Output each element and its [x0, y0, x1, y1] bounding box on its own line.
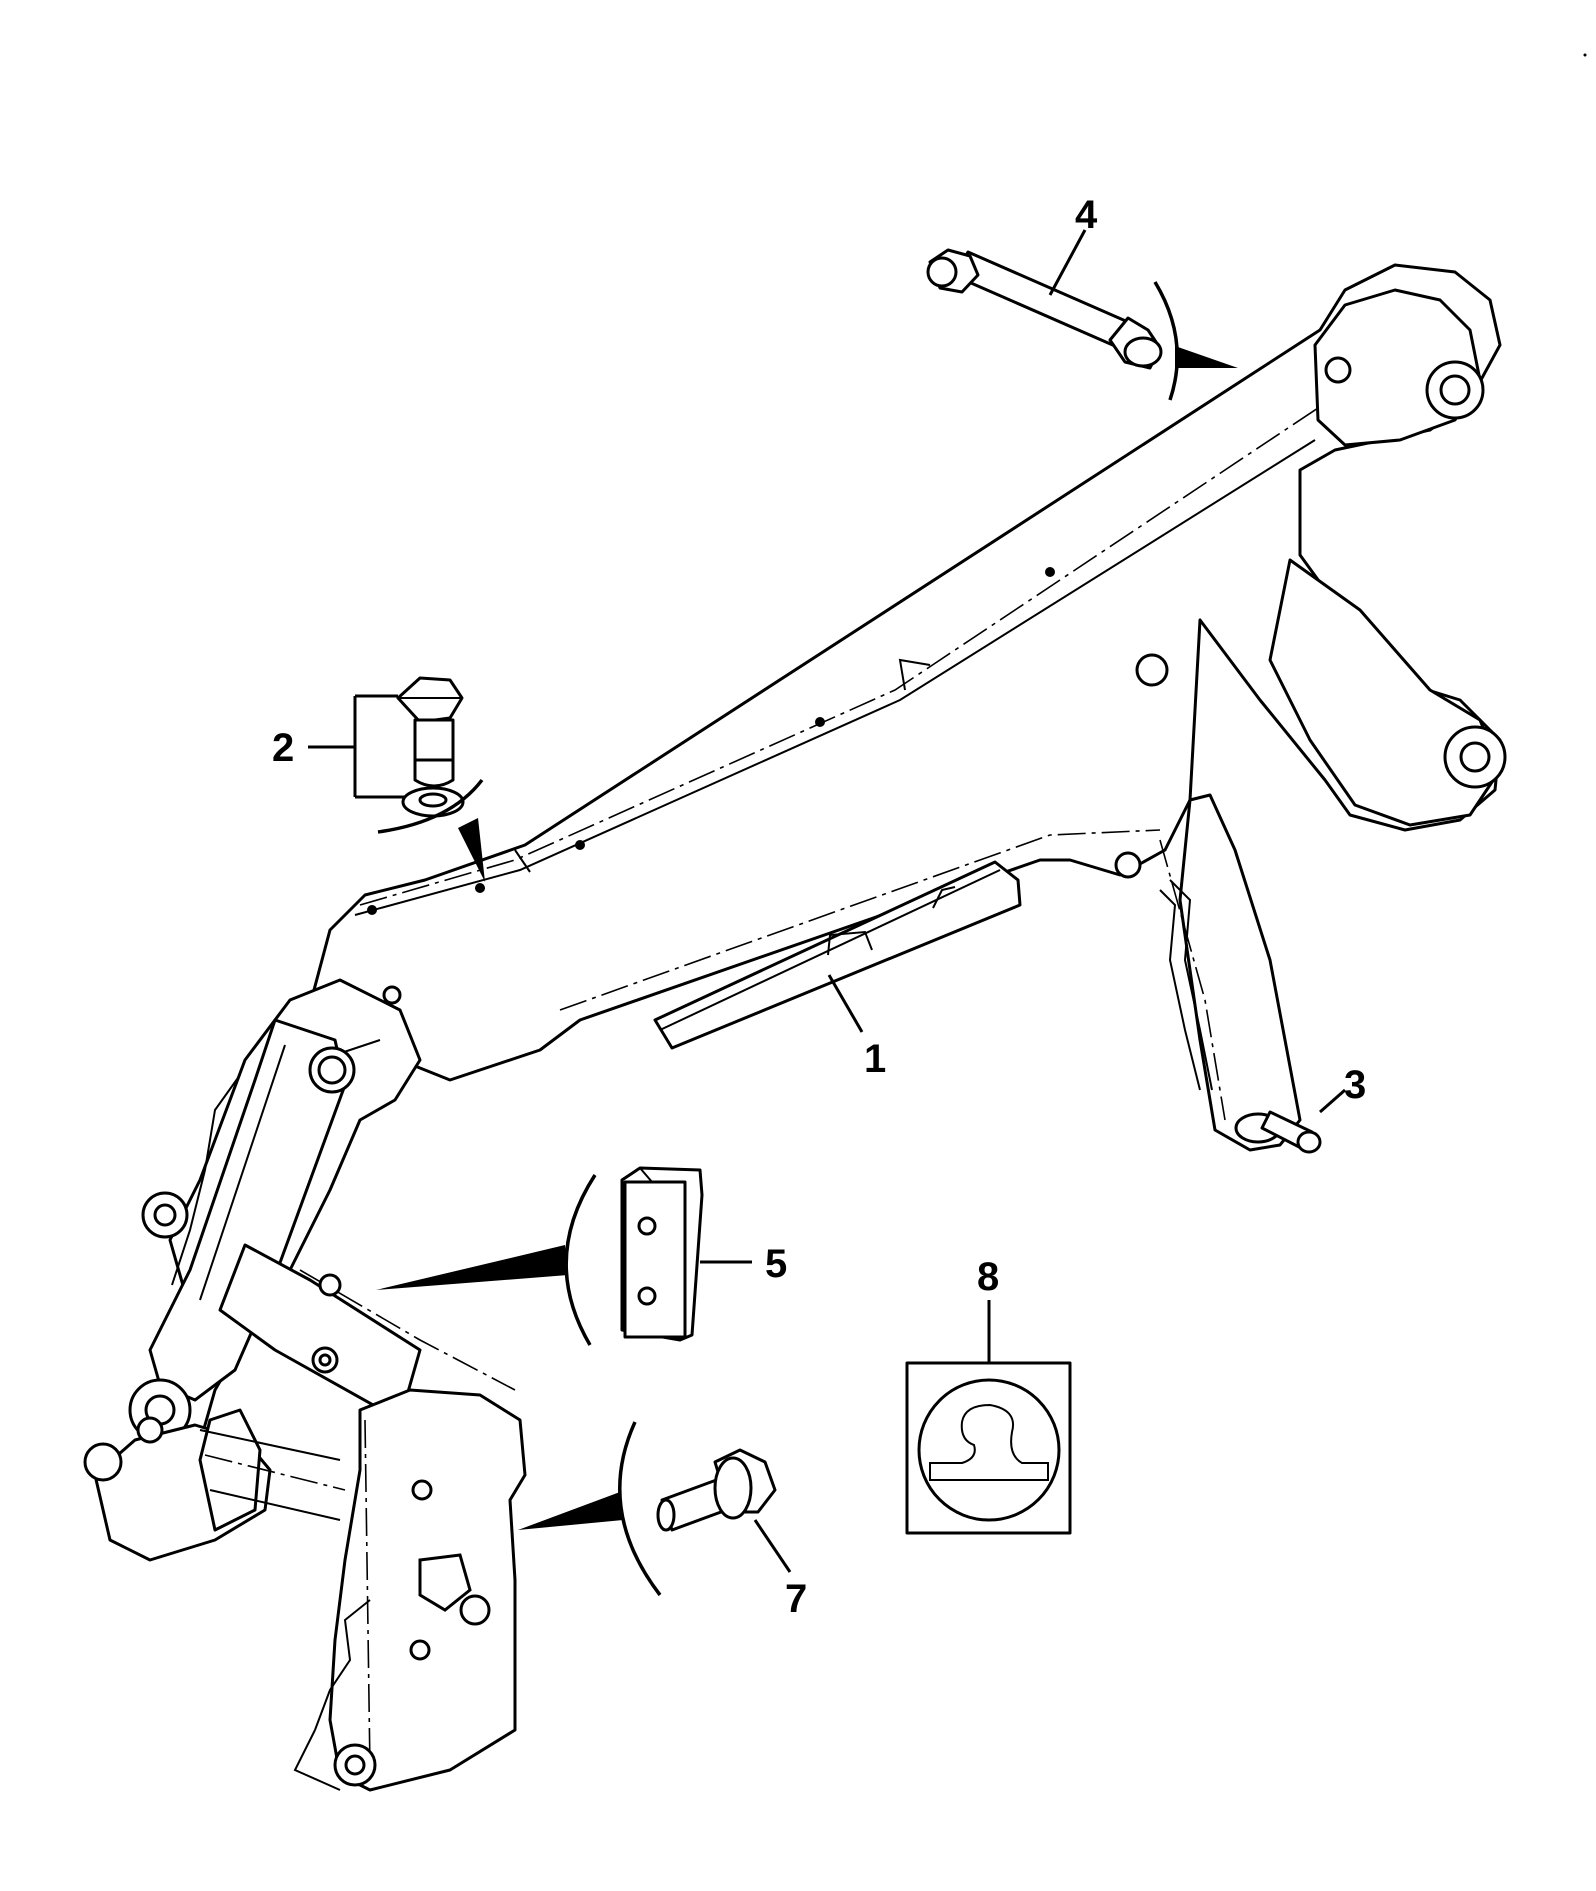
- callout-2: 2: [272, 726, 294, 770]
- leaders: [308, 229, 1346, 1597]
- pointer-wedge-2: [458, 818, 485, 882]
- bolt-and-washer-item-2: [396, 676, 465, 818]
- pointer-wedge-5: [376, 1245, 568, 1290]
- detail-arc-4: [1153, 281, 1179, 401]
- pointer-wedge-4: [1175, 346, 1238, 368]
- callout-7: 7: [785, 1577, 807, 1621]
- pin-item-3: [1260, 1110, 1322, 1154]
- bolt-item-7: [656, 1448, 777, 1532]
- callout-5: 5: [765, 1242, 787, 1286]
- detail-arc-2: [377, 778, 484, 834]
- corner-mark: [1583, 53, 1587, 57]
- loader-arm: [83, 263, 1507, 1792]
- callout-labels: 1 2 3 4 5 7 8: [272, 193, 1366, 1621]
- detail-arc-7: [618, 1421, 662, 1597]
- pointer-wedge-7: [518, 1492, 623, 1530]
- detail-arc-5: [564, 1174, 597, 1346]
- pin-item-4: [926, 248, 1163, 370]
- callout-8: 8: [977, 1255, 999, 1299]
- callout-1: 1: [864, 1037, 886, 1081]
- callout-4: 4: [1075, 193, 1098, 237]
- decal-item-8: [905, 1361, 1072, 1535]
- wear-pad-item-5: [620, 1166, 704, 1342]
- callout-3: 3: [1344, 1063, 1366, 1107]
